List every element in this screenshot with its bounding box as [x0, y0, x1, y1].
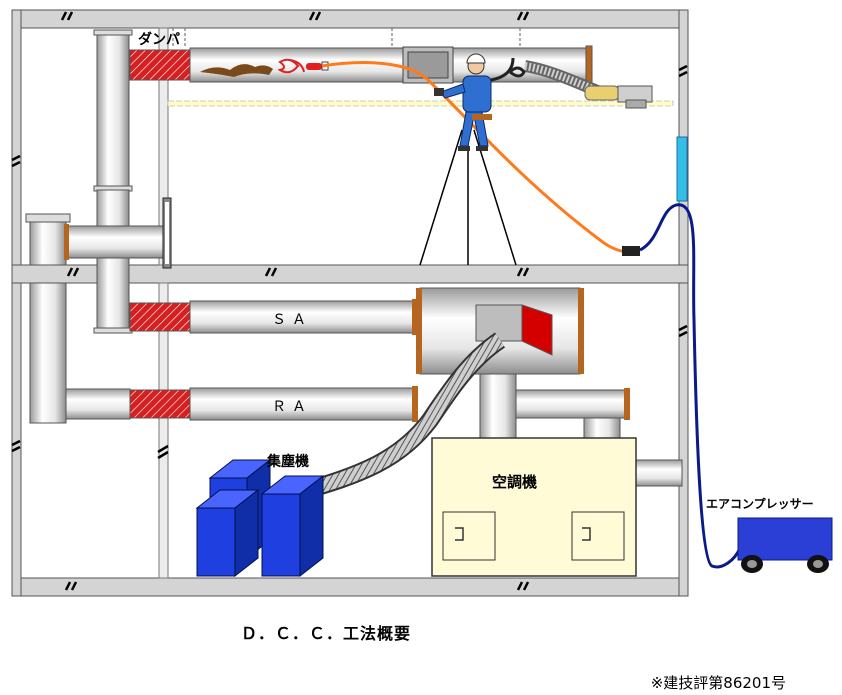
- damper-upper: [129, 49, 191, 81]
- label-air-compressor: エアコンプレッサー: [706, 496, 814, 511]
- label-sa: ＳＡ: [272, 312, 312, 328]
- break-marks: [11, 11, 688, 591]
- label-ra: ＲＡ: [272, 399, 312, 415]
- damper-ra: [129, 389, 191, 419]
- building-frame: [11, 9, 689, 597]
- lower-duct-system: [29, 282, 683, 487]
- dust-collector: [195, 458, 325, 578]
- certification-number: ※建技評第86201号: [650, 674, 786, 692]
- label-dust-collector: 集塵機: [266, 453, 309, 470]
- suction-hose: [298, 334, 504, 499]
- label-damper: ダンパ: [138, 31, 180, 48]
- hose-coupler: [622, 246, 640, 256]
- caption-text: Ｄ．Ｃ．Ｃ．工法概要: [240, 624, 411, 643]
- damper-sa: [129, 302, 191, 332]
- stepladder: [419, 129, 517, 266]
- label-air-handler: 空調機: [492, 473, 537, 491]
- ceiling-board: [167, 100, 674, 107]
- air-compressor: [737, 517, 833, 573]
- compressor-hose: [639, 203, 742, 569]
- diagram-caption: Ｄ．Ｃ．Ｃ．工法概要: [0, 620, 842, 644]
- air-handling-unit: [431, 437, 637, 577]
- upper-duct-system: [25, 29, 593, 334]
- worker-on-ladder-icon: [434, 53, 526, 151]
- dust-deposit: [200, 64, 273, 77]
